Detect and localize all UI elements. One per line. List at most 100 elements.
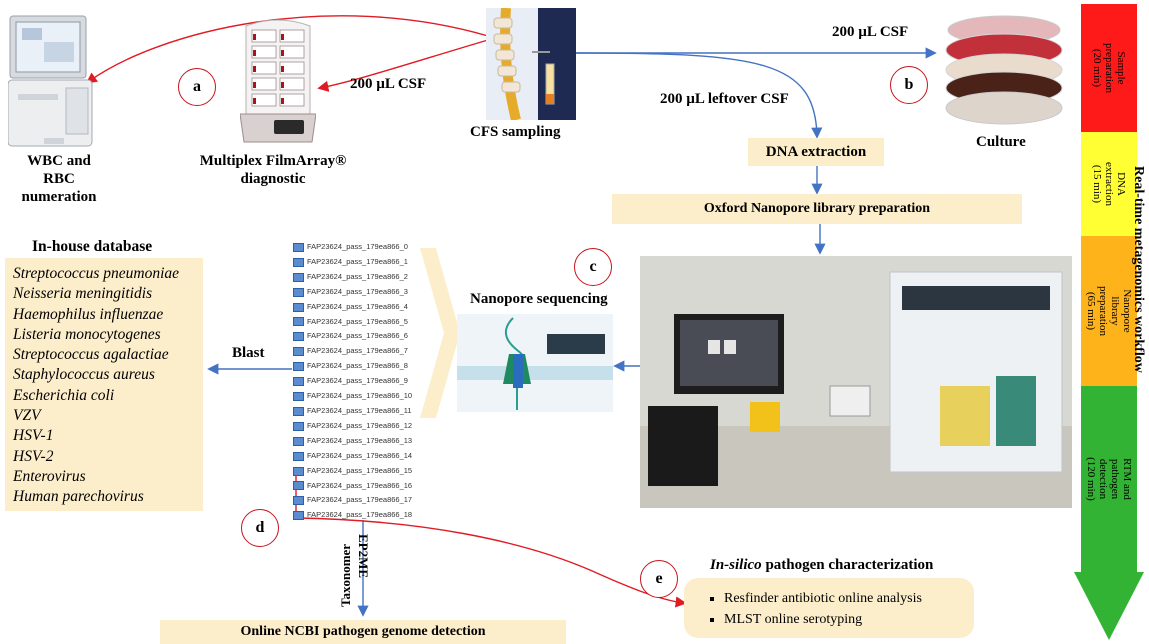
nanopore-sequencing-label: Nanopore sequencing: [470, 291, 608, 307]
file-item: FAP23624_pass_179ea866_3: [293, 285, 455, 300]
workflow-step-rtm-detection: RTM and pathogen detection (120 min): [1081, 386, 1137, 572]
workflow-step-label: DNA extraction (15 min): [1091, 162, 1127, 206]
csf-volume-label-b: 200 µL CSF: [832, 24, 909, 40]
wbc-label-line2: numeration: [21, 189, 97, 205]
workflow-step-label: RTM and pathogen detection (120 min): [1085, 457, 1133, 501]
file-item: FAP23624_pass_179ea866_7: [293, 344, 455, 359]
files-chevron-shape: [420, 248, 460, 418]
step-marker-a: a: [178, 68, 216, 106]
file-icon: [293, 392, 304, 402]
workflow-arrowhead: [1074, 572, 1144, 640]
taxonomer-label: Taxonomer: [338, 543, 353, 607]
file-icon: [293, 317, 304, 327]
file-item: FAP23624_pass_179ea866_0: [293, 240, 455, 255]
epi2me-label: EP2ME: [356, 534, 371, 579]
file-item: FAP23624_pass_179ea866_4: [293, 300, 455, 315]
file-name: FAP23624_pass_179ea866_14: [307, 450, 413, 460]
file-name: FAP23624_pass_179ea866_17: [307, 495, 413, 505]
file-name: FAP23624_pass_179ea866_13: [307, 435, 413, 445]
file-name: FAP23624_pass_179ea866_9: [307, 376, 408, 386]
file-icon: [293, 362, 304, 372]
file-icon: [293, 242, 304, 252]
file-icon: [293, 421, 304, 431]
file-name: FAP23624_pass_179ea866_8: [307, 361, 408, 371]
workflow-step-sample-prep: Sample preparation (20 min): [1081, 4, 1137, 132]
characterization-title-italic: In-silico: [710, 557, 762, 573]
file-icon: [293, 347, 304, 357]
lab-photo-image: [640, 256, 1072, 508]
file-name: FAP23624_pass_179ea866_11: [307, 405, 412, 415]
filmarray-label-line1: Multiplex FilmArray®: [199, 153, 347, 169]
database-item: HSV-2: [13, 447, 54, 465]
file-name: FAP23624_pass_179ea866_4: [307, 301, 408, 311]
fastq-file-list: FAP23624_pass_179ea866_0 FAP23624_pass_1…: [293, 240, 455, 523]
file-name: FAP23624_pass_179ea866_6: [307, 331, 408, 341]
file-item: FAP23624_pass_179ea866_12: [293, 419, 455, 434]
ncbi-detection-box: Online NCBI pathogen genome detection: [160, 620, 566, 644]
file-name: FAP23624_pass_179ea866_1: [307, 256, 408, 266]
dna-extraction-box: DNA extraction: [748, 138, 884, 166]
characterization-title-rest: pathogen characterization: [761, 557, 934, 573]
characterization-item: Resfinder antibiotic online analysis: [724, 588, 974, 609]
database-item: Human parechovirus: [13, 488, 144, 506]
file-item: FAP23624_pass_179ea866_2: [293, 270, 455, 285]
database-item: Listeria monocytogenes: [13, 325, 161, 343]
database-item: HSV-1: [13, 427, 54, 445]
database-item: Enterovirus: [13, 467, 86, 485]
culture-label: Culture: [976, 134, 1026, 150]
file-icon: [293, 302, 304, 312]
characterization-box: Resfinder antibiotic online analysis MLS…: [684, 578, 974, 638]
file-name: FAP23624_pass_179ea866_16: [307, 480, 413, 490]
file-item: FAP23624_pass_179ea866_18: [293, 508, 455, 523]
file-item: FAP23624_pass_179ea866_14: [293, 449, 455, 464]
database-item: VZV: [13, 407, 41, 425]
arrow-to-wbc: [85, 15, 489, 84]
database-item: Neisseria meningitidis: [13, 285, 153, 303]
lumbar-puncture-image: [486, 8, 576, 120]
file-name: FAP23624_pass_179ea866_5: [307, 316, 408, 326]
file-icon: [293, 511, 304, 521]
database-item: Staphylococcus aureus: [13, 366, 155, 384]
nanopore-image: [457, 314, 613, 412]
file-icon: [293, 406, 304, 416]
leftover-csf-label: 200 µL leftover CSF: [660, 91, 789, 107]
file-item: FAP23624_pass_179ea866_10: [293, 389, 455, 404]
database-item: Streptococcus agalactiae: [13, 346, 169, 364]
cfs-sampling-label: CFS sampling: [470, 124, 561, 140]
file-icon: [293, 332, 304, 342]
characterization-title: In-silico pathogen characterization: [710, 557, 933, 574]
file-item: FAP23624_pass_179ea866_16: [293, 479, 455, 494]
file-item: FAP23624_pass_179ea866_5: [293, 315, 455, 330]
file-icon: [293, 481, 304, 491]
workflow-step-dna-extraction: DNA extraction (15 min): [1081, 132, 1137, 236]
database-item: Haemophilus influenzae: [13, 305, 164, 323]
database-item: Streptococcus pneumoniae: [13, 265, 180, 282]
file-name: FAP23624_pass_179ea866_12: [307, 420, 413, 430]
culture-plates-image: [945, 15, 1063, 125]
arrow-to-dna-extraction: [575, 52, 823, 139]
filmarray-label-line2: diagnostic: [240, 171, 306, 187]
file-icon: [293, 436, 304, 446]
file-icon: [293, 466, 304, 476]
file-name: FAP23624_pass_179ea866_3: [307, 286, 408, 296]
step-marker-d: d: [241, 509, 279, 547]
step-marker-e: e: [640, 560, 678, 598]
file-name: FAP23624_pass_179ea866_2: [307, 271, 408, 281]
step-marker-c: c: [574, 248, 612, 286]
workflow-step-label: Sample preparation (20 min): [1091, 42, 1127, 94]
step-marker-b: b: [890, 66, 928, 104]
file-icon: [293, 272, 304, 282]
file-name: FAP23624_pass_179ea866_15: [307, 465, 413, 475]
blood-analyzer-image: [8, 15, 93, 147]
file-item: FAP23624_pass_179ea866_17: [293, 493, 455, 508]
file-item: FAP23624_pass_179ea866_9: [293, 374, 455, 389]
file-item: FAP23624_pass_179ea866_1: [293, 255, 455, 270]
workflow-step-library-prep: Nanopore library preparation (65 min): [1081, 236, 1137, 386]
file-icon: [293, 496, 304, 506]
file-icon: [293, 257, 304, 267]
filmarray-image: [240, 19, 316, 143]
file-item: FAP23624_pass_179ea866_15: [293, 464, 455, 479]
file-item: FAP23624_pass_179ea866_11: [293, 404, 455, 419]
file-name: FAP23624_pass_179ea866_10: [307, 391, 413, 401]
workflow-step-label: Nanopore library preparation (65 min): [1085, 285, 1133, 337]
